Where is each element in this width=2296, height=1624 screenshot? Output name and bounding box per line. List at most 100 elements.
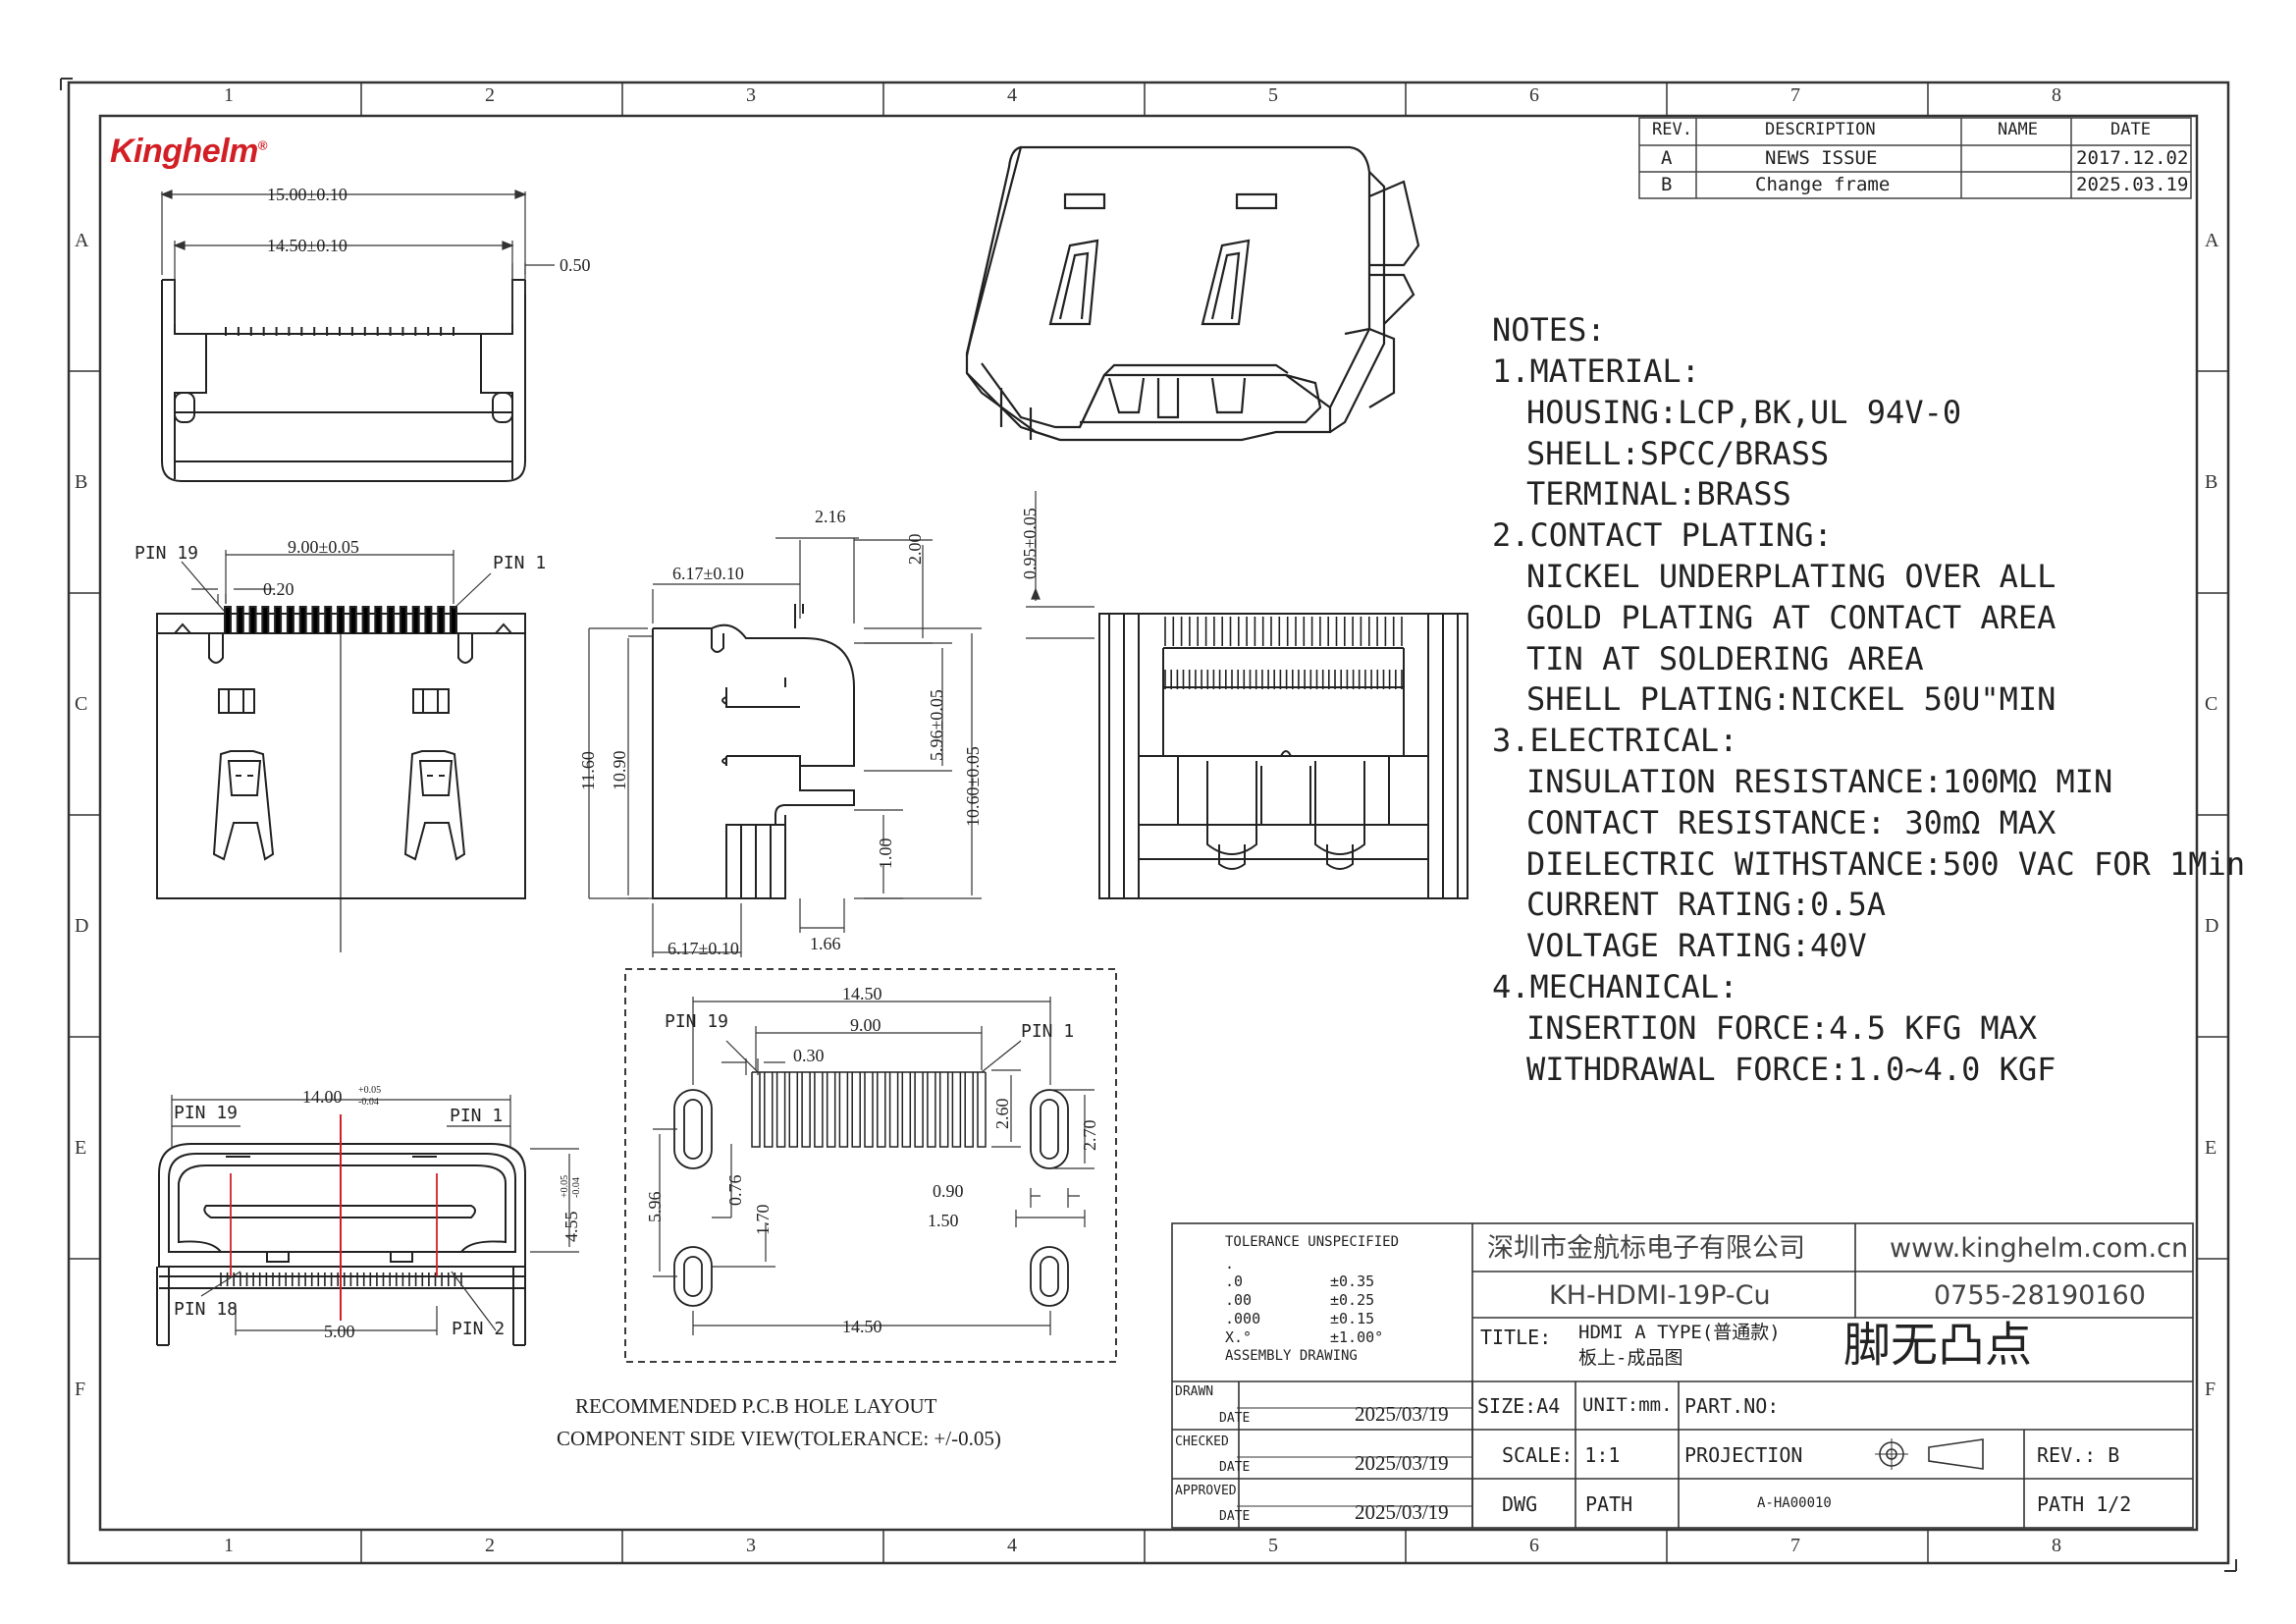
col-label: 2	[485, 84, 495, 106]
title-label: TITLE:	[1480, 1326, 1552, 1349]
assembly-label: ASSEMBLY DRAWING	[1225, 1348, 1358, 1364]
bottom-view	[156, 1143, 526, 1346]
dim-top-side: 0.50	[560, 255, 591, 275]
rear-view	[1098, 613, 1468, 899]
dim-pcb-090: 0.90	[933, 1181, 964, 1201]
dim-side-1060: 10.60±0.05	[963, 746, 983, 827]
note-line: CURRENT RATING:0.5A	[1526, 886, 1887, 924]
note-line: 2.CONTACT PLATING:	[1492, 516, 1833, 555]
revision-table	[1638, 117, 2192, 199]
tolerance-title: TOLERANCE UNSPECIFIED	[1225, 1234, 1400, 1250]
row-label: F	[75, 1379, 86, 1400]
row-label: D	[75, 915, 89, 937]
pcb-caption-line1: RECOMMENDED P.C.B HOLE LAYOUT	[575, 1394, 937, 1418]
tol-key: .00	[1225, 1291, 1253, 1309]
note-line: INSERTION FORCE:4.5 KFG MAX	[1526, 1008, 2038, 1047]
dim-side-1160: 11.60	[578, 751, 598, 790]
part-number: KH-HDMI-19P-Cu	[1549, 1280, 1771, 1311]
rear-pins	[1164, 617, 1403, 689]
rev-header-desc: DESCRIPTION	[1765, 120, 1876, 139]
title-block	[1171, 1222, 2194, 1529]
dim-bottom-1400: 14.00	[302, 1087, 343, 1107]
rev-row-rev: B	[1661, 174, 1673, 195]
dim-pcb-150: 1.50	[928, 1211, 959, 1230]
dim-side-200: 2.00	[905, 533, 925, 566]
col-label: 8	[2052, 84, 2061, 106]
tol-value: ±0.35	[1330, 1272, 1375, 1290]
path-page: PATH 1/2	[2037, 1492, 2132, 1516]
outer-frame	[67, 81, 2230, 1565]
note-line: DIELECTRIC WITHSTANCE:500 VAC FOR 1Min	[1526, 844, 2246, 883]
title-line2: 板上-成品图	[1578, 1347, 1683, 1369]
rev-field: REV.: B	[2037, 1443, 2120, 1467]
label-pin19: PIN 19	[134, 543, 199, 564]
tol-key: .	[1225, 1255, 1235, 1272]
dim-bottom-455: 4.55	[561, 1211, 581, 1243]
row-label: C	[2205, 693, 2218, 715]
col-label: 5	[1268, 84, 1278, 106]
rev-header-rev: REV.	[1652, 120, 1692, 139]
approved-date: 2025/03/19	[1355, 1500, 1449, 1524]
top-view-dims	[160, 189, 555, 324]
drawn-date: 2025/03/19	[1355, 1402, 1449, 1426]
dim-top-overall: 15.00±0.10	[267, 185, 347, 204]
company-logo: Kinghelm®	[110, 133, 268, 170]
unit-field: UNIT:mm.	[1582, 1394, 1673, 1416]
rev-row-rev: A	[1661, 147, 1673, 169]
dim-pcb-1450-top: 14.50	[842, 984, 882, 1003]
row-label: B	[2205, 471, 2218, 493]
note-line: SHELL PLATING:NICKEL 50U"MIN	[1526, 680, 2056, 719]
dim-pcb-170: 1.70	[753, 1204, 773, 1236]
tol-value: ±0.15	[1330, 1310, 1375, 1327]
col-label: 1	[224, 84, 234, 106]
note-line: GOLD PLATING AT CONTACT AREA	[1526, 598, 2056, 636]
row-label: E	[75, 1137, 87, 1159]
row-label: D	[2205, 915, 2219, 937]
dim-front-pitch: 9.00±0.05	[288, 537, 359, 557]
dim-side-216: 2.16	[815, 507, 846, 526]
front-view	[156, 609, 526, 952]
col-label: 7	[1790, 84, 1800, 106]
col-label: 4	[1007, 84, 1017, 106]
company-name: 深圳市金航标电子有限公司	[1487, 1233, 1805, 1264]
approved-label: APPROVED	[1175, 1484, 1237, 1498]
note-line: NICKEL UNDERPLATING OVER ALL	[1526, 558, 2056, 595]
label-bottom-pin1: PIN 1	[450, 1106, 504, 1126]
col-label: 6	[1529, 84, 1539, 106]
inner-frame	[98, 114, 2199, 1532]
label-pcb-pin19: PIN 19	[665, 1011, 729, 1032]
rev-row-desc: Change frame	[1755, 174, 1891, 195]
dim-pcb-030: 0.30	[793, 1046, 825, 1065]
drawing-number: A-HA00010	[1757, 1495, 1832, 1511]
row-label: B	[75, 471, 88, 493]
rev-header-name: NAME	[1998, 120, 2038, 139]
projection-field: PROJECTION	[1684, 1443, 1803, 1467]
dim-rear-095: 0.95±0.05	[1020, 508, 1040, 579]
top-view-pins	[225, 327, 454, 336]
label-bottom-pin18: PIN 18	[174, 1299, 239, 1320]
note-line: VOLTAGE RATING:40V	[1526, 927, 1867, 965]
dim-pcb-900: 9.00	[850, 1015, 881, 1035]
col-label: 7	[1790, 1535, 1800, 1556]
dim-pcb-1450-bot: 14.50	[842, 1317, 882, 1336]
dim-pcb-596: 5.96	[645, 1191, 665, 1223]
rev-row-desc: NEWS ISSUE	[1765, 147, 1878, 169]
col-label: 3	[746, 84, 756, 106]
label-pcb-pin1: PIN 1	[1021, 1021, 1075, 1042]
rev-row-date: 2025.03.19	[2076, 174, 2189, 195]
note-line: WITHDRAWAL FORCE:1.0~4.0 KGF	[1526, 1050, 2056, 1088]
dim-bottom-455-tol-dn: -0.04	[571, 1177, 582, 1198]
row-label: C	[75, 693, 88, 715]
note-line: 1.MATERIAL:	[1492, 352, 1700, 390]
dim-side-1090: 10.90	[610, 750, 629, 791]
dim-side-100: 1.00	[876, 838, 895, 870]
col-label: 5	[1268, 1535, 1278, 1556]
checked-label: CHECKED	[1175, 1435, 1229, 1449]
dim-side-depth-top: 6.17±0.10	[672, 564, 744, 583]
pcb-caption-line2: COMPONENT SIDE VIEW(TOLERANCE: +/-0.05)	[557, 1427, 1001, 1450]
path-field: PATH	[1585, 1492, 1633, 1516]
note-line: TIN AT SOLDERING AREA	[1526, 639, 1924, 677]
note-line: SHELL:SPCC/BRASS	[1526, 434, 1830, 472]
drawn-label: DRAWN	[1175, 1384, 1214, 1399]
